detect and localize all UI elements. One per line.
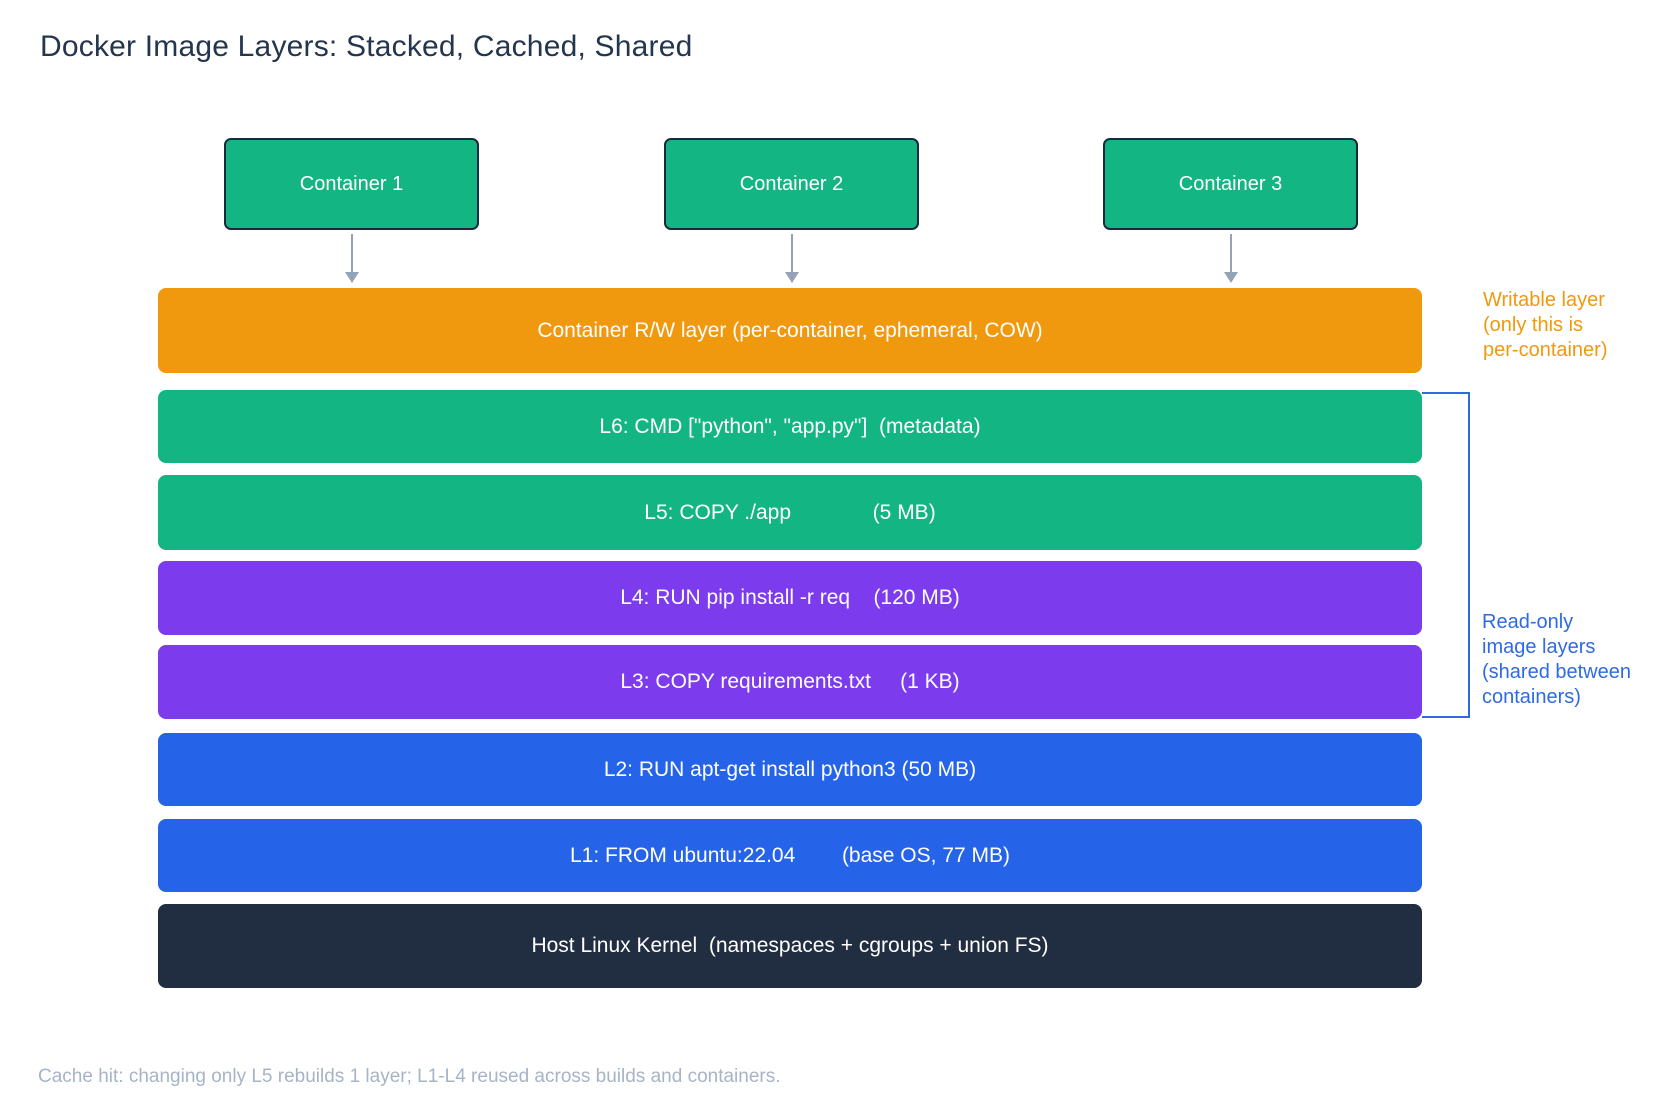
arrow-head bbox=[1224, 272, 1238, 283]
layer-label-l4: L4: RUN pip install -r req (120 MB) bbox=[620, 586, 960, 609]
arrow-shaft bbox=[351, 234, 353, 274]
arrow-shaft bbox=[791, 234, 793, 274]
layer-bar-l5: L5: COPY ./app (5 MB) bbox=[158, 475, 1422, 550]
arrow-down-icon bbox=[1224, 234, 1238, 284]
layer-label-kernel: Host Linux Kernel (namespaces + cgroups … bbox=[531, 934, 1049, 957]
container-1-label: Container 1 bbox=[299, 172, 404, 195]
layer-bar-l1: L1: FROM ubuntu:22.04 (base OS, 77 MB) bbox=[158, 819, 1422, 892]
arrow-head bbox=[345, 272, 359, 283]
bracket-top-line bbox=[1422, 392, 1470, 394]
cache-hit-caption: Cache hit: changing only L5 rebuilds 1 l… bbox=[38, 1066, 781, 1087]
layer-label-l1: L1: FROM ubuntu:22.04 (base OS, 77 MB) bbox=[569, 843, 1011, 867]
layer-bar-l2: L2: RUN apt-get install python3 (50 MB) bbox=[158, 733, 1422, 806]
container-1-box: Container 1 bbox=[224, 138, 479, 230]
layer-label-l3: L3: COPY requirements.txt (1 KB) bbox=[620, 670, 960, 693]
bracket-vertical-line bbox=[1468, 392, 1470, 718]
layer-label-rw: Container R/W layer (per-container, ephe… bbox=[537, 318, 1043, 342]
layer-bar-rw: Container R/W layer (per-container, ephe… bbox=[158, 288, 1422, 373]
container-3-box: Container 3 bbox=[1103, 138, 1358, 230]
arrow-down-icon bbox=[345, 234, 359, 284]
layer-bar-l3: L3: COPY requirements.txt (1 KB) bbox=[158, 645, 1422, 719]
layer-label-l5: L5: COPY ./app (5 MB) bbox=[644, 500, 936, 524]
arrow-head bbox=[785, 272, 799, 283]
arrow-shaft bbox=[1230, 234, 1232, 274]
layer-bar-l6: L6: CMD ["python", "app.py"] (metadata) bbox=[158, 390, 1422, 463]
container-2-label: Container 2 bbox=[739, 172, 844, 195]
page-title: Docker Image Layers: Stacked, Cached, Sh… bbox=[40, 30, 693, 63]
layer-bar-l4: L4: RUN pip install -r req (120 MB) bbox=[158, 561, 1422, 635]
arrow-down-icon bbox=[785, 234, 799, 284]
container-3-label: Container 3 bbox=[1178, 172, 1283, 195]
container-2-box: Container 2 bbox=[664, 138, 919, 230]
writable-layer-annotation: Writable layer (only this is per-contain… bbox=[1483, 289, 1608, 361]
layer-bar-kernel: Host Linux Kernel (namespaces + cgroups … bbox=[158, 904, 1422, 988]
layer-label-l2: L2: RUN apt-get install python3 (50 MB) bbox=[603, 757, 977, 781]
layer-label-l6: L6: CMD ["python", "app.py"] (metadata) bbox=[599, 414, 981, 438]
bracket-bottom-line bbox=[1422, 716, 1470, 718]
readonly-layers-annotation: Read-only image layers (shared between c… bbox=[1482, 611, 1631, 708]
